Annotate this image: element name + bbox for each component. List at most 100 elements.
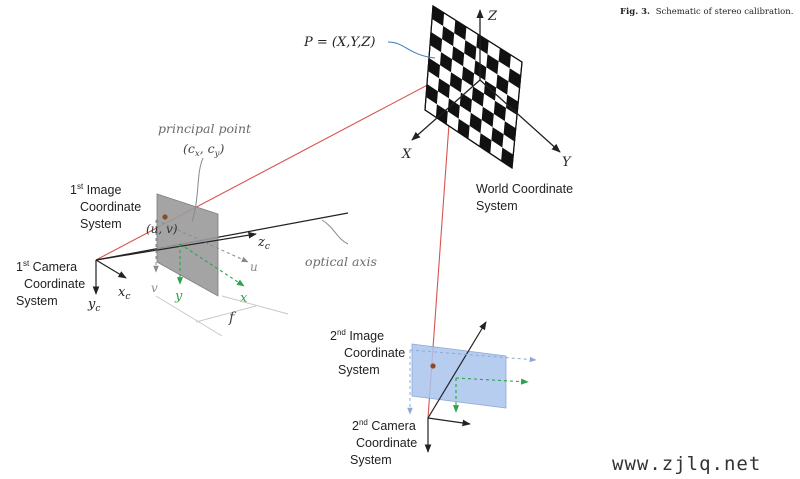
cam2-image-system-label-line2: Coordinate bbox=[344, 346, 405, 360]
watermark-text: www.zjlq.net bbox=[612, 453, 761, 475]
cam1-v-label: v bbox=[151, 281, 158, 295]
figure-caption: Fig. 3. Schematic of stereo calibration. bbox=[620, 7, 793, 17]
pp-sub-x: x bbox=[195, 149, 200, 159]
cam1-image-axis-u bbox=[155, 219, 249, 263]
caption-text: Schematic of stereo calibration. bbox=[656, 7, 794, 17]
cam1-image-num: 1 bbox=[70, 183, 77, 197]
pp-open: (c bbox=[183, 141, 195, 156]
cam2-image-system-label-line3: System bbox=[338, 363, 380, 377]
world-system-label-line2: System bbox=[476, 199, 518, 213]
cam2-optical-axis bbox=[427, 321, 487, 419]
cam1-y-label: y bbox=[174, 289, 183, 304]
checkerboard-cell bbox=[493, 100, 506, 122]
cam1-zc-label: zc bbox=[257, 235, 270, 252]
principal-point-leader bbox=[191, 157, 204, 223]
cam2-camera-sup: nd bbox=[359, 418, 368, 427]
cam1-image-system-label-line3: System bbox=[80, 217, 122, 231]
checkerboard-cell bbox=[469, 112, 482, 134]
cam1-yc-sub: c bbox=[95, 304, 100, 314]
pp-sub-y: y bbox=[214, 149, 220, 159]
cam1-camera-system-label-line3: System bbox=[16, 294, 58, 308]
cam1-camera-system-label-line2: Coordinate bbox=[24, 277, 85, 291]
checkerboard-cell bbox=[481, 106, 494, 128]
cam1-camera-system-label-line1: 1st Camera bbox=[16, 259, 77, 274]
checkerboard-cell bbox=[506, 94, 519, 115]
ray-to-camera-1 bbox=[95, 79, 438, 261]
checkerboard-cell bbox=[496, 74, 509, 95]
cam2-image-num: 2 bbox=[330, 329, 337, 343]
checkerboard-cell bbox=[486, 54, 499, 75]
pp-mid: , c bbox=[200, 141, 215, 156]
checkerboard-cell bbox=[437, 78, 450, 99]
cam1-axis-zc bbox=[95, 231, 257, 261]
checkerboard-cell bbox=[440, 52, 453, 73]
checkerboard-cell bbox=[457, 118, 470, 139]
cam2-image-sup: nd bbox=[337, 328, 346, 337]
pp-close: ) bbox=[218, 141, 224, 156]
cam1-camera-num: 1 bbox=[16, 260, 23, 274]
checkerboard-cell bbox=[430, 32, 443, 53]
cam1-x-label: x bbox=[240, 291, 248, 306]
cam1-image-axis-x bbox=[179, 243, 245, 287]
checkerboard-cell bbox=[447, 98, 460, 119]
checkerboard-cell bbox=[454, 20, 467, 41]
checkerboard-target bbox=[424, 4, 523, 170]
cam1-camera-sup: st bbox=[23, 259, 30, 268]
cam2-pixel-point bbox=[430, 363, 436, 369]
cam2-axis-x bbox=[427, 417, 471, 427]
world-point-label: P = (X,Y,Z) bbox=[303, 35, 376, 50]
cam1-pixel-point bbox=[162, 214, 168, 220]
world-axis-x-label: X bbox=[401, 147, 412, 162]
checkerboard-cell bbox=[464, 40, 477, 61]
cam2-camera-system-label-line1: 2nd Camera bbox=[352, 418, 416, 433]
cam2-camera-num: 2 bbox=[352, 419, 359, 433]
world-axis-z-label: Z bbox=[487, 9, 498, 24]
optical-axis-label: optical axis bbox=[305, 254, 377, 269]
cam1-image-system-label-line1: 1st Image bbox=[70, 182, 121, 197]
cam2-camera-system-label-line3: System bbox=[350, 453, 392, 467]
checkerboard-cell bbox=[508, 68, 521, 89]
checkerboard-cell bbox=[498, 48, 511, 69]
cam1-image-sup: st bbox=[77, 182, 84, 191]
cam2-image-plane bbox=[411, 343, 507, 409]
cam1-pixel-label: (u, v) bbox=[146, 222, 178, 236]
cam1-image-word: Image bbox=[83, 183, 121, 197]
cam2-image-axis-x bbox=[455, 377, 529, 385]
cam1-xc-label: xc bbox=[118, 285, 130, 302]
checkerboard-cell bbox=[491, 127, 504, 148]
cam1-xc-sub: c bbox=[125, 292, 130, 302]
principal-point-coords: (cx, cy) bbox=[183, 141, 224, 159]
cam1-zc-sub: c bbox=[265, 242, 270, 252]
checkerboard-cell bbox=[426, 84, 438, 105]
checkerboard-cell bbox=[432, 6, 445, 26]
principal-point-title: principal point bbox=[158, 121, 252, 136]
checkerboard-cell bbox=[452, 46, 465, 67]
world-axis-y-label: Y bbox=[562, 155, 572, 170]
cam1-yc-label: yc bbox=[87, 297, 100, 314]
world-point-leader bbox=[387, 41, 436, 59]
cam1-camera-word: Camera bbox=[29, 260, 77, 274]
world-axis-y bbox=[479, 79, 561, 153]
cam1-optical-axis bbox=[95, 212, 349, 261]
checkerboard-cell bbox=[459, 92, 472, 113]
cam1-image-system-label-line2: Coordinate bbox=[80, 200, 141, 214]
checkerboard-cell bbox=[471, 86, 484, 107]
cam1-focal-length-dimension bbox=[155, 295, 289, 337]
cam1-zc-main: z bbox=[257, 235, 265, 250]
checkerboard-cell bbox=[442, 26, 455, 47]
cam1-focal-length-label: f bbox=[228, 310, 237, 326]
cam1-axis-xc bbox=[95, 259, 127, 279]
checkerboard-cell bbox=[428, 58, 440, 79]
optical-axis-leader bbox=[321, 219, 349, 245]
checkerboard-cell bbox=[449, 72, 462, 93]
cam2-image-word: Image bbox=[346, 329, 384, 343]
cam1-u-label: u bbox=[250, 260, 258, 274]
cam1-yc-main: y bbox=[87, 297, 96, 312]
caption-label: Fig. 3. bbox=[620, 7, 650, 17]
checkerboard-cell bbox=[503, 121, 516, 142]
cam2-camera-system-label-line2: Coordinate bbox=[356, 436, 417, 450]
world-system-label-line1: World Coordinate bbox=[476, 182, 573, 196]
cam1-xc-main: x bbox=[118, 285, 126, 300]
